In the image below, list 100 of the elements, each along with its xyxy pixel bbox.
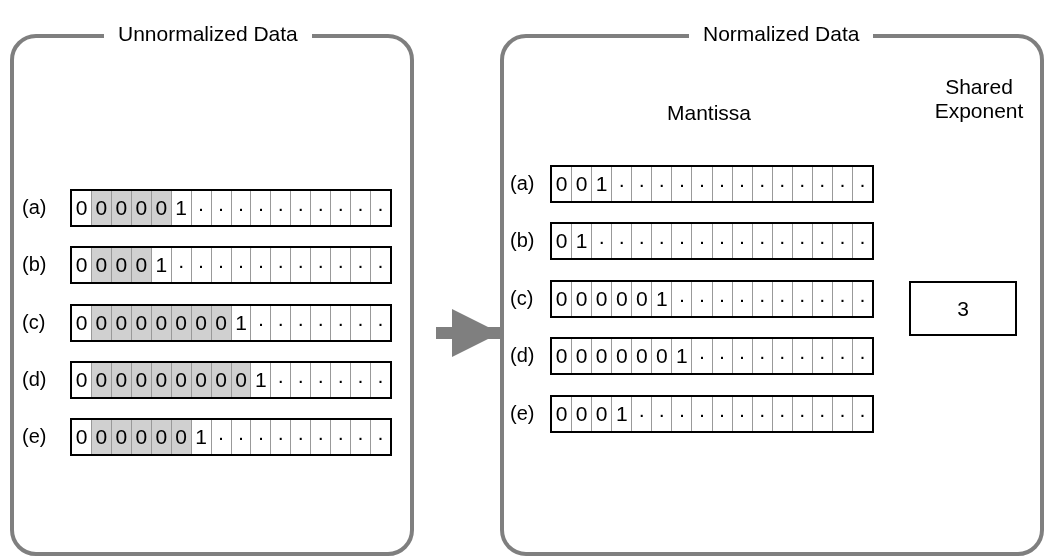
bit-cell: · [752,224,773,258]
bit-cell: · [632,167,653,201]
bit-cell: · [331,191,352,225]
bit-cell: 1 [251,363,272,397]
bit-cell: · [311,248,332,282]
bit-cell: 0 [131,248,152,282]
bit-cell: 0 [632,282,653,316]
bit-cell: · [792,167,813,201]
bit-cell: · [351,363,372,397]
exponent-box: 3 [909,281,1017,336]
bit-cell: 0 [592,282,613,316]
bit-cell: 0 [111,191,132,225]
bit-cell: 0 [191,306,212,340]
bit-cell: 0 [171,363,192,397]
bit-cell: 0 [612,282,633,316]
bit-cell: 1 [592,167,613,201]
bit-cell: 0 [72,363,92,397]
bit-cell: · [752,339,773,373]
bit-cell-text: · [857,228,867,254]
row-label: (a) [22,196,47,219]
bit-cell: 0 [111,363,132,397]
bit-cell: · [271,363,292,397]
bit-cell: · [211,420,232,454]
bit-cell: 0 [111,306,132,340]
bit-cell: 0 [612,339,633,373]
bit-cell: · [812,339,833,373]
bit-register [550,395,874,433]
bit-cell: 0 [572,167,593,201]
bit-cell: · [732,167,753,201]
bit-cell: 0 [211,306,232,340]
bit-cell: · [692,224,713,258]
column-heading: Mantissa [666,101,752,125]
bit-cell: 0 [552,224,573,258]
bit-cell: · [632,397,653,431]
bit-cell: 1 [231,306,252,340]
bit-register [550,337,874,375]
bit-cell-text: · [376,310,386,336]
bit-cell: · [592,224,613,258]
bit-cell-text: · [857,401,867,427]
bit-cell: · [271,420,292,454]
bit-cell: 0 [111,248,132,282]
row-label: (b) [22,253,47,276]
bit-cell: 0 [191,363,212,397]
bit-cell-text: · [857,171,867,197]
bit-cell: · [652,224,673,258]
bit-cell: 1 [191,420,212,454]
bit-cell: 1 [672,339,693,373]
bit-cell: · [231,420,252,454]
bit-cell: · [672,282,693,316]
bit-register [70,246,392,284]
bit-cell: · [291,191,312,225]
row-label: (b) [510,229,535,252]
bit-cell: · [792,224,813,258]
bit-cell: · [231,191,252,225]
bit-cell: 0 [72,191,92,225]
bit-cell: · [351,191,372,225]
bit-cell: · [712,282,733,316]
bit-cell: · [351,420,372,454]
bit-cell: · [672,167,693,201]
bit-cell: · [712,339,733,373]
bit-cell: · [231,248,252,282]
bit-cell: 0 [592,397,613,431]
bit-register [550,280,874,318]
bit-cell: 0 [151,420,172,454]
bit-cell: · [712,167,733,201]
row-label: (a) [510,172,535,195]
bit-cell: 0 [552,167,573,201]
bit-cell: · [251,306,272,340]
bit-cell: · [331,248,352,282]
bit-cell: · [211,248,232,282]
bit-cell: 0 [91,248,112,282]
bit-cell: 1 [652,282,673,316]
bit-cell: 0 [151,306,172,340]
bit-cell: · [311,191,332,225]
bit-cell: · [672,224,693,258]
bit-cell: · [752,397,773,431]
bit-cell: 1 [572,224,593,258]
bit-cell: · [792,339,813,373]
bit-cell-text: · [376,252,386,278]
bit-cell: 0 [131,363,152,397]
row-label: (e) [510,402,535,425]
bit-cell: 0 [72,306,92,340]
bit-cell: · [291,420,312,454]
bit-cell: · [772,224,793,258]
row-label: (e) [22,425,47,448]
bit-cell: 0 [151,191,172,225]
bit-cell: · [271,306,292,340]
bit-cell: · [251,420,272,454]
bit-cell: · [672,397,693,431]
bit-cell: · [652,397,673,431]
bit-cell: · [191,191,212,225]
bit-cell: 0 [211,363,232,397]
bit-cell-text: · [376,424,386,450]
bit-cell: · [712,397,733,431]
bit-cell: 0 [552,282,573,316]
bit-cell: · [251,248,272,282]
bit-cell-text: · [376,195,386,221]
bit-cell: 0 [91,420,112,454]
bit-cell: 0 [652,339,673,373]
bit-cell: · [732,224,753,258]
